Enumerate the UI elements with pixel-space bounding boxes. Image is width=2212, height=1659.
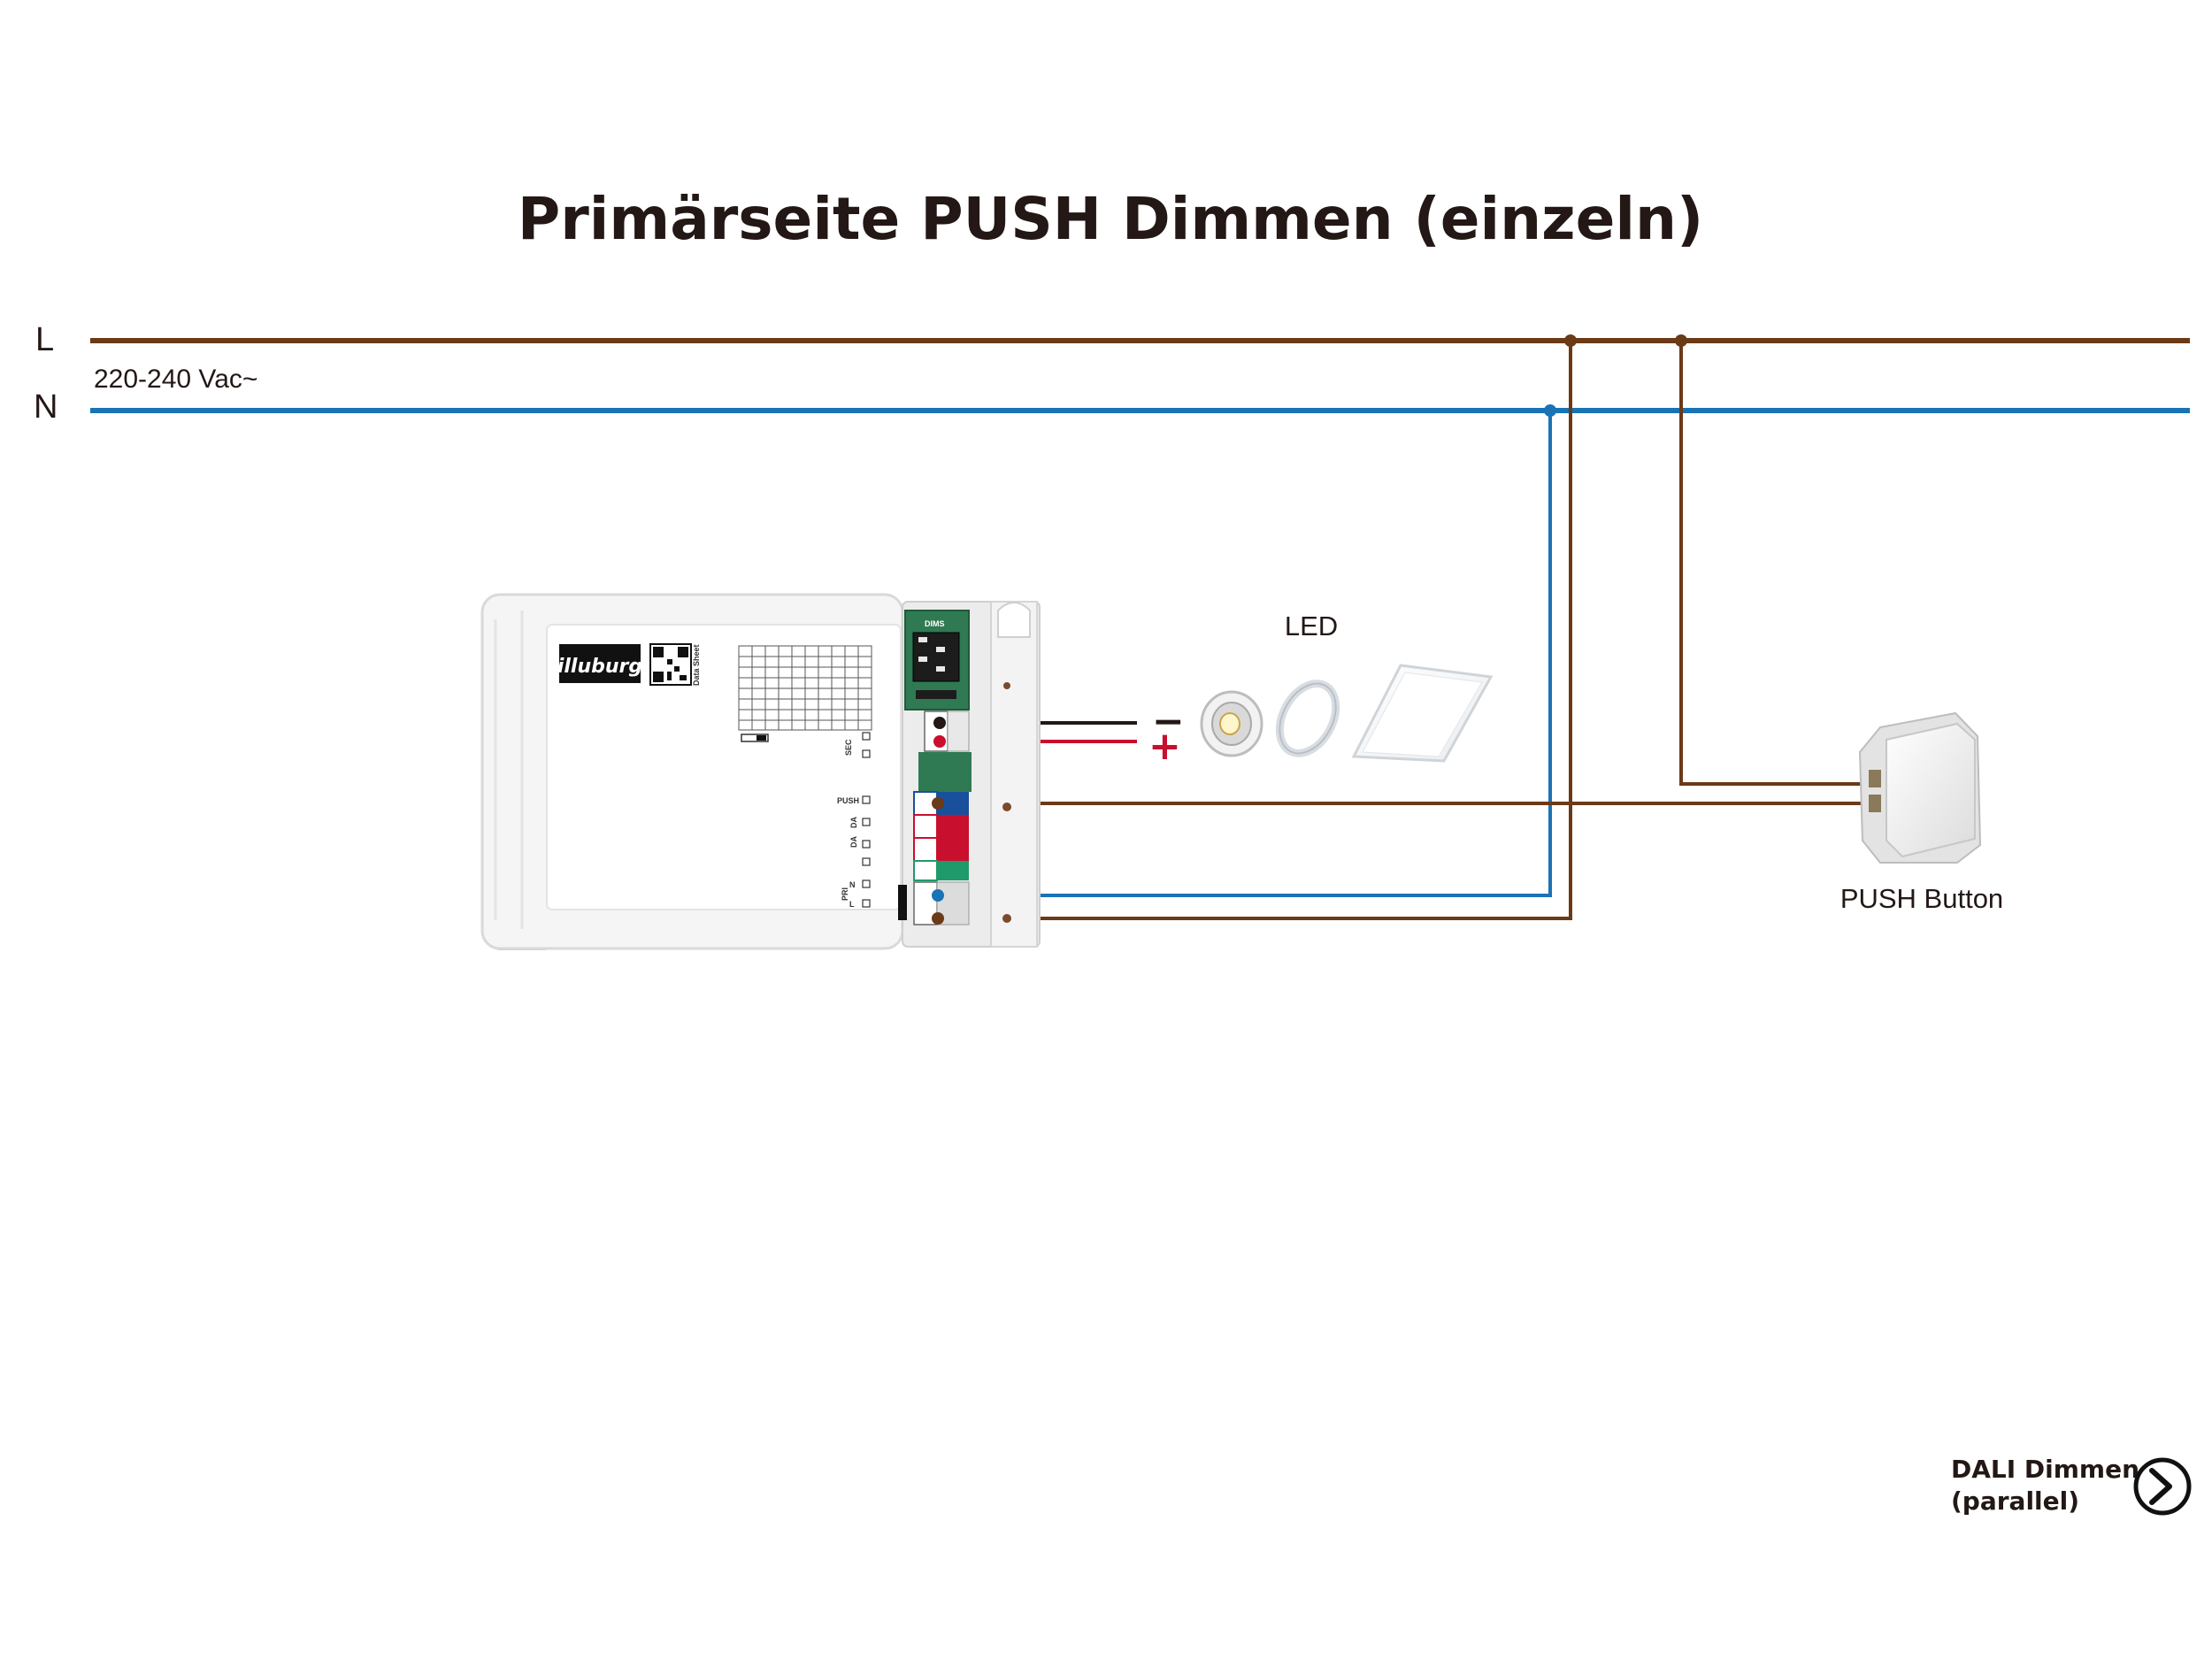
terminal-label-n: N [849, 880, 856, 889]
l-wire-to-driver [938, 341, 1572, 920]
terminal-n [932, 889, 944, 902]
l-wire-to-push-button [1679, 341, 1880, 786]
terminal-sec-plus [933, 735, 946, 748]
led-ring-light-icon [1275, 680, 1340, 757]
output-current-table [738, 645, 872, 731]
push-button-label: PUSH Button [1840, 883, 2003, 914]
l-junction-dot [1564, 334, 1577, 347]
push-button[interactable] [1858, 711, 1982, 864]
led-spotlight-icon [1200, 690, 1263, 757]
page-title: Primärseite PUSH Dimmen (einzeln) [518, 185, 1703, 253]
l-line-label: L [35, 321, 54, 358]
n-wire-to-driver [938, 411, 1552, 897]
terminal-label-l: L [849, 900, 855, 909]
dip-switch-label: DIMS [925, 619, 945, 628]
next-diagram-label-line1: DALI Dimmen [1951, 1455, 2139, 1484]
chevron-right-circle-icon[interactable] [2133, 1457, 2192, 1516]
brand-logo [559, 644, 641, 683]
l-junction-dot-2 [1675, 334, 1687, 347]
led-driver: illuburg Data Sheet [480, 593, 1041, 950]
next-diagram-label-line2: (parallel) [1951, 1486, 2079, 1516]
terminal-label-pri: PRI [841, 887, 849, 901]
n-junction-dot [1544, 404, 1556, 417]
voltage-label: 220-240 Vac~ [94, 365, 257, 394]
terminal-label-push: PUSH [837, 796, 859, 805]
led-label: LED [1285, 611, 1338, 641]
terminal-sec-minus [933, 717, 946, 729]
n-line-label: N [34, 388, 58, 426]
terminal-push [932, 797, 944, 810]
brand-logo-text: illuburg [557, 656, 642, 678]
led-panel-icon [1351, 664, 1494, 763]
terminal-label-da1: DA [849, 817, 858, 828]
data-sheet-label: Data Sheet [692, 644, 701, 686]
next-diagram-link[interactable]: DALI Dimmen (parallel) [1951, 1455, 2192, 1516]
terminal-label-sec: SEC [844, 739, 853, 756]
qr-code-icon [649, 643, 692, 686]
terminal-label-da2: DA [849, 836, 858, 848]
led-minus-sign: − [1152, 699, 1185, 744]
terminal-l [932, 912, 944, 925]
led-plus-sign: + [1148, 724, 1181, 769]
